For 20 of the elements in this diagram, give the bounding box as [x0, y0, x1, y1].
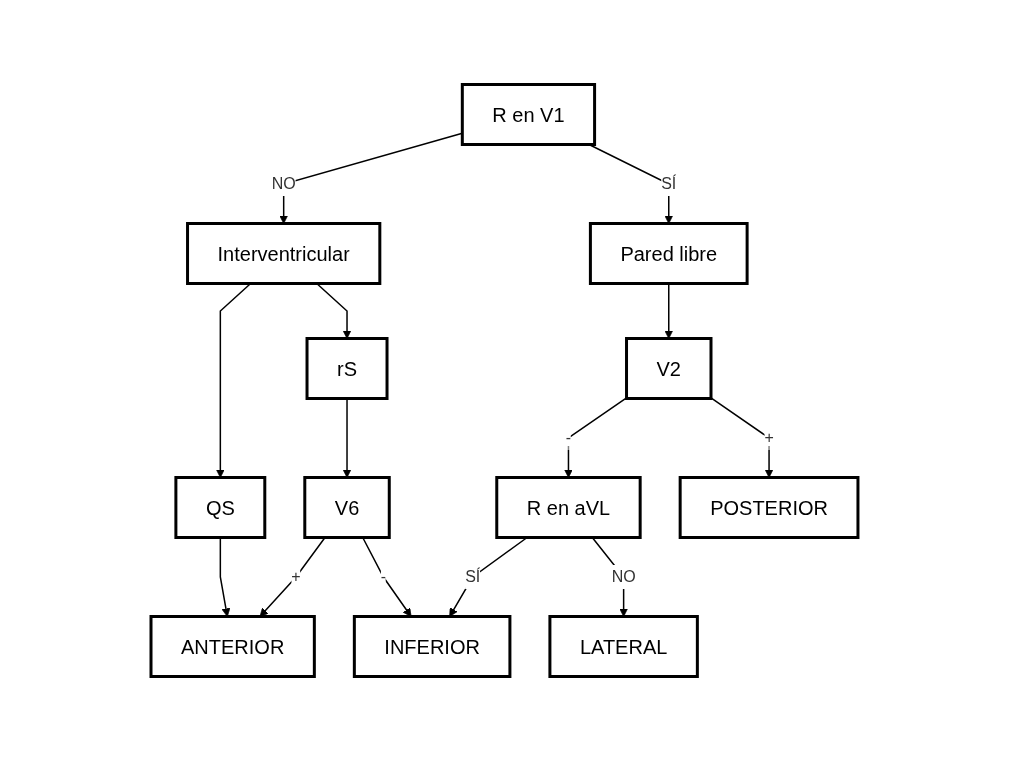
node-box: V2 [625, 337, 713, 400]
node-box: R en V1 [460, 83, 597, 146]
node-box: POSTERIOR [678, 476, 860, 539]
edge-label: - [565, 429, 572, 446]
edge-label: + [291, 568, 301, 585]
edge-label: - [380, 568, 387, 585]
node-box: QS [174, 476, 267, 539]
edge-label: SÍ [661, 175, 677, 192]
edge-label: SÍ [465, 568, 481, 585]
node-box: Pared libre [588, 222, 749, 285]
edge-label: NO [611, 568, 636, 585]
node-box: V6 [303, 476, 391, 539]
node-box: Interventricular [186, 222, 382, 285]
node-box: rS [305, 337, 389, 400]
edge-label: NO [271, 175, 296, 192]
node-box: LATERAL [548, 615, 699, 678]
node-box: R en aVL [495, 476, 642, 539]
edge-label: + [764, 429, 774, 446]
node-box: INFERIOR [352, 615, 512, 678]
node-box: ANTERIOR [149, 615, 316, 678]
